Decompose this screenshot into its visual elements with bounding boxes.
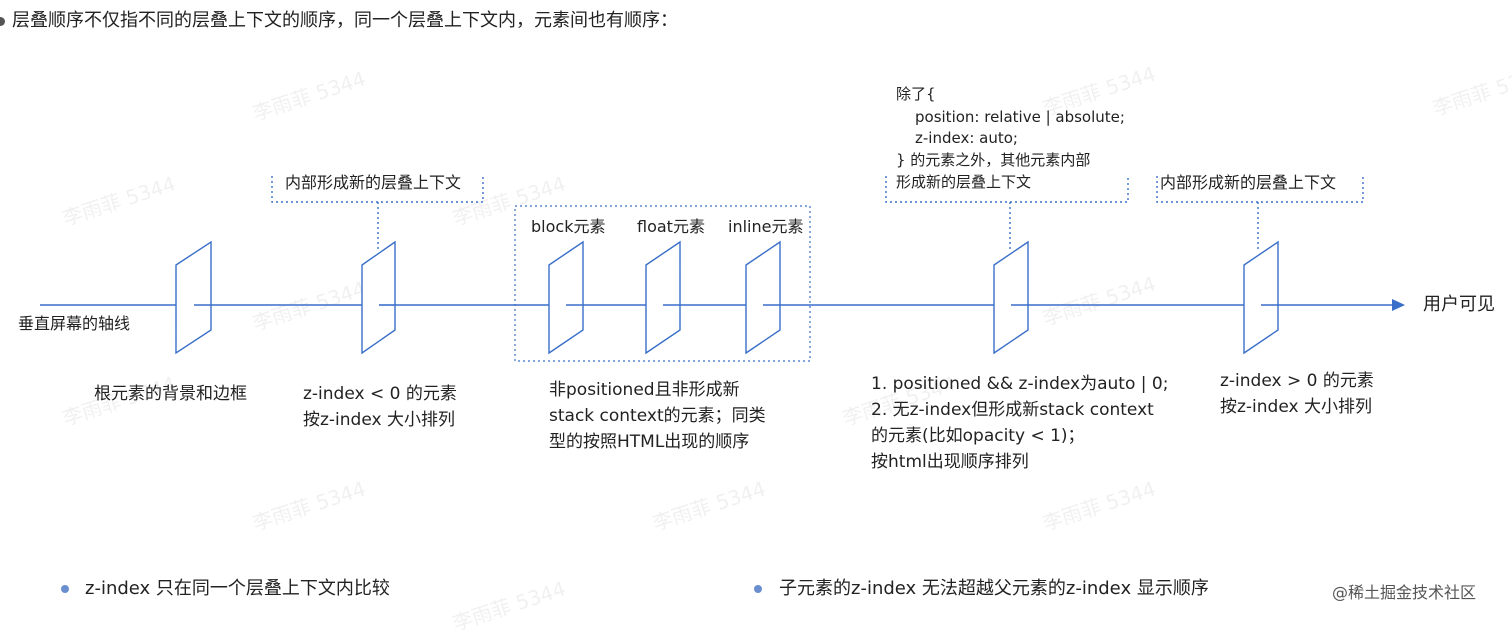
pos-z-line-2: 按z-index 大小排列 <box>1220 397 1372 417</box>
axis-label: 垂直屏幕的轴线 <box>18 314 131 333</box>
axis-arrowhead <box>1392 299 1405 311</box>
callout-bracket-zero-z <box>885 176 1129 250</box>
bullet-dot-1 <box>61 585 69 593</box>
inner-context-label-2: 内部形成新的层叠上下文 <box>1160 173 1337 192</box>
plane-inline <box>745 240 781 355</box>
nonpos-line-3: 型的按照HTML出现的顺序 <box>549 432 750 452</box>
plane-zero-z <box>993 240 1029 355</box>
callout-bracket-neg-z <box>271 176 484 250</box>
heading-text: 层叠顺序不仅指不同的层叠上下文的顺序，同一个层叠上下文内，元素间也有顺序： <box>12 10 678 31</box>
pos-z-line-1: z-index > 0 的元素 <box>1220 371 1374 391</box>
plane-pos-z <box>1243 240 1279 355</box>
heading-bullet <box>0 17 5 26</box>
plane-neg-z <box>361 240 396 355</box>
nonpos-line-2: stack context的元素；同类 <box>549 406 766 426</box>
except-line-3: z-index: auto; <box>915 129 1018 147</box>
except-line-4: } 的元素之外，其他元素内部 <box>896 151 1091 169</box>
zero-z-line-3: 的元素(比如opacity < 1)； <box>871 426 1085 446</box>
inner-context-label-1: 内部形成新的层叠上下文 <box>285 173 462 192</box>
nonpos-line-1: 非positioned且非形成新 <box>549 380 740 400</box>
zero-z-line-1: 1. positioned && z-index为auto | 0; <box>871 374 1169 394</box>
bullet-dot-2 <box>754 585 762 593</box>
block-label: block元素 <box>531 217 606 236</box>
zero-z-line-2: 2. 无z-index但形成新stack context <box>871 400 1154 420</box>
callout-bracket-pos-z <box>1156 176 1364 250</box>
float-label: float元素 <box>637 217 705 236</box>
root-label: 根元素的背景和边框 <box>94 384 247 404</box>
inline-label: inline元素 <box>728 217 804 236</box>
plane-root <box>175 240 212 355</box>
end-label: 用户可见 <box>1423 294 1495 315</box>
neg-z-line-1: z-index < 0 的元素 <box>303 384 457 404</box>
bullet-2: 子元素的z-index 无法超越父元素的z-index 显示顺序 <box>779 578 1209 599</box>
except-line-2: position: relative | absolute; <box>915 108 1125 126</box>
bullet-1: z-index 只在同一个层叠上下文内比较 <box>85 578 390 599</box>
zero-z-line-4: 按html出现顺序排列 <box>871 452 1029 472</box>
credit-label: @稀土掘金技术社区 <box>1332 583 1477 602</box>
except-line-5: 形成新的层叠上下文 <box>896 173 1032 191</box>
neg-z-line-2: 按z-index 大小排列 <box>303 410 455 430</box>
except-line-1: 除了{ <box>896 85 936 103</box>
plane-block <box>548 240 584 355</box>
plane-float <box>645 240 681 355</box>
stacking-order-diagram <box>40 176 1405 362</box>
